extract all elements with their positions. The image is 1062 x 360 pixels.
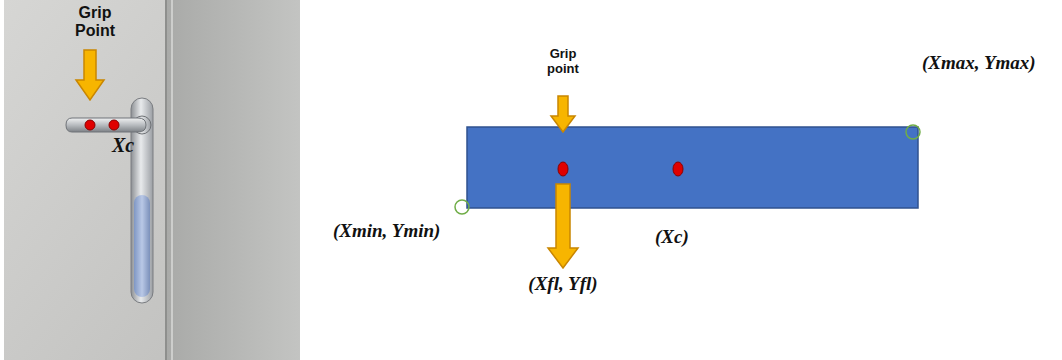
door-photo [4,0,300,360]
coordinate-label: (Xmax, Ymax) [922,52,1036,74]
callout-label: Grip point [538,47,588,77]
callout-label: Grip Point [63,4,127,41]
coordinate-label: (Xfl, Yfl) [528,273,597,295]
coordinate-label: (Xc) [655,226,689,248]
handle-schematic [455,96,920,268]
variable-label: Xc [112,134,134,157]
coordinate-label: (Xmin, Ymin) [333,220,440,242]
